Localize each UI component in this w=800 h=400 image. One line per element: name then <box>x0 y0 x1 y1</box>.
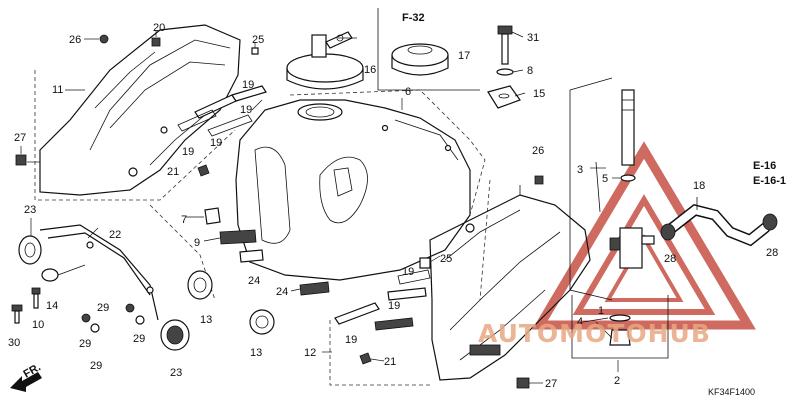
left-shroud <box>34 24 241 201</box>
label-22: 22 <box>109 229 121 241</box>
label-21-upper: 21 <box>167 166 179 178</box>
front-arrow-icon <box>10 372 42 392</box>
label-31: 31 <box>527 32 539 44</box>
label-23-lower: 23 <box>170 367 182 379</box>
clip-28-right <box>762 213 778 231</box>
label-7: 7 <box>181 214 187 226</box>
bolt-27-left <box>15 146 40 166</box>
bolt-27-right <box>516 377 543 389</box>
screw-26-left <box>84 34 109 44</box>
label-2: 2 <box>614 375 620 387</box>
label-29-a: 29 <box>97 302 109 314</box>
label-19-d: 19 <box>210 137 222 149</box>
tape-19-set-left <box>177 85 267 137</box>
clip-25-lower <box>419 257 431 269</box>
label-18: 18 <box>693 180 705 192</box>
collar-13-lower <box>249 309 275 335</box>
label-10: 10 <box>32 319 44 331</box>
diagram-code: KF34F1400 <box>708 387 755 397</box>
label-12: 12 <box>304 347 316 359</box>
bolt-31 <box>497 25 513 65</box>
label-13-upper: 13 <box>200 314 212 326</box>
label-29-c: 29 <box>133 333 145 345</box>
label-6: 6 <box>405 86 411 98</box>
bracket-15 <box>487 85 521 109</box>
label-23-upper: 23 <box>24 204 36 216</box>
ref-e16-1: E-16-1 <box>753 175 786 187</box>
clip-20 <box>151 30 161 47</box>
nut-29-set <box>81 303 145 333</box>
label-3: 3 <box>577 164 583 176</box>
label-17: 17 <box>458 50 470 62</box>
label-24-upper: 24 <box>248 275 260 287</box>
label-14: 14 <box>46 300 58 312</box>
label-4: 4 <box>577 316 583 328</box>
label-24-lower: 24 <box>276 286 288 298</box>
label-19-a: 19 <box>242 79 254 91</box>
clip-25-upper <box>251 42 259 55</box>
label-1: 1 <box>598 305 604 317</box>
label-9: 9 <box>194 237 200 249</box>
bolt-10 <box>31 287 41 309</box>
collar-14 <box>41 264 86 282</box>
cap-17-box <box>377 8 480 91</box>
right-shroud <box>329 185 591 386</box>
label-8: 8 <box>527 65 533 77</box>
watermark-text: AUTOMOTOHUB <box>478 319 711 348</box>
fuel-valve-assembly <box>569 77 669 359</box>
cap-21-lower <box>359 352 372 365</box>
ref-e16: E-16 <box>753 160 776 172</box>
label-26-right: 26 <box>532 145 544 157</box>
label-28-right: 28 <box>766 247 778 259</box>
label-15: 15 <box>533 88 545 100</box>
watermark-triangle-icon <box>532 141 756 330</box>
label-5: 5 <box>602 173 608 185</box>
label-29-d: 29 <box>90 360 102 372</box>
grommet-23-lower <box>160 319 190 351</box>
label-28-left: 28 <box>664 253 676 265</box>
cap-21-upper <box>197 164 210 177</box>
label-19-c: 19 <box>182 146 194 158</box>
bolt-30 <box>11 304 23 324</box>
grommet-23-upper <box>18 235 42 265</box>
label-20: 20 <box>153 22 165 34</box>
label-13-lower: 13 <box>250 347 262 359</box>
ref-f32: F-32 <box>402 12 425 24</box>
label-19-b: 19 <box>240 104 252 116</box>
tape-19-set-right <box>334 269 431 331</box>
label-19-f: 19 <box>388 300 400 312</box>
label-21-lower: 21 <box>384 356 396 368</box>
pad-24-upper <box>239 249 264 263</box>
label-16: 16 <box>364 64 376 76</box>
pad-24-lower <box>299 281 330 296</box>
label-19-g: 19 <box>345 334 357 346</box>
label-27-left: 27 <box>14 132 26 144</box>
label-19-e: 19 <box>402 266 414 278</box>
label-26-left: 26 <box>69 34 81 46</box>
clip-26-right <box>534 175 544 185</box>
fuel-tank <box>235 89 486 281</box>
label-11: 11 <box>52 84 63 96</box>
pad-7 <box>204 207 221 225</box>
clip-28-left <box>660 223 676 241</box>
pad-9 <box>219 229 257 245</box>
label-30: 30 <box>8 337 20 349</box>
fuel-cap-16 <box>286 31 364 90</box>
washer-8 <box>496 68 514 76</box>
label-25-lower: 25 <box>440 253 452 265</box>
fuel-hose-18 <box>666 197 771 247</box>
collar-13-upper <box>187 270 213 300</box>
label-25-upper: 25 <box>252 34 264 46</box>
bracket-22 <box>39 224 159 321</box>
label-27-right: 27 <box>545 378 557 390</box>
label-29-b: 29 <box>79 338 91 350</box>
